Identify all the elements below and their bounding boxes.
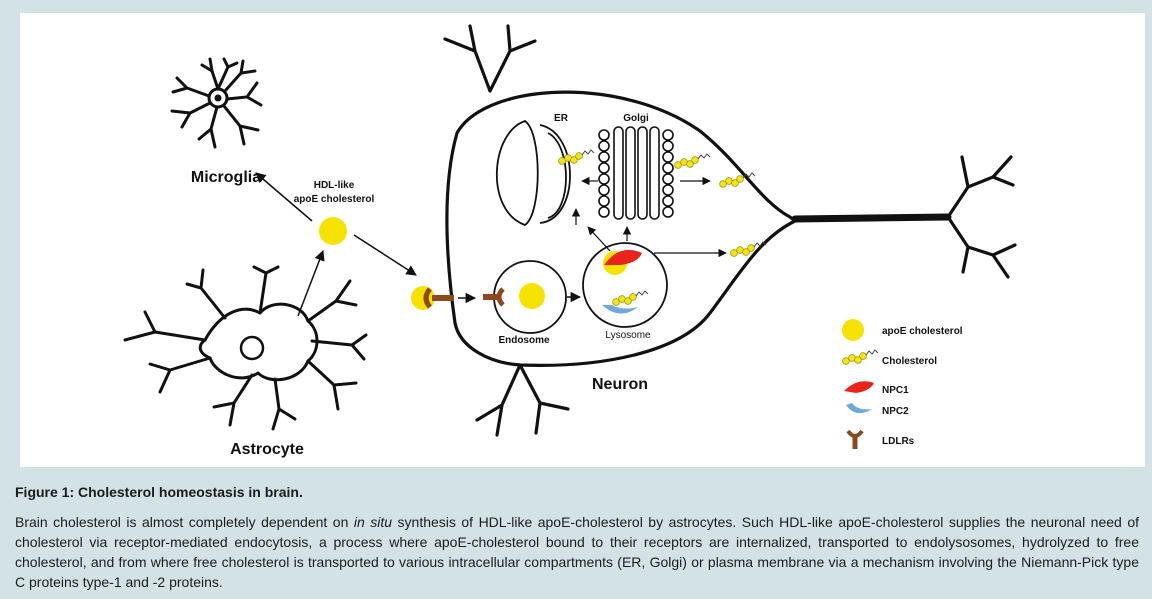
- astrocyte-to-hdl-arrow: [297, 250, 325, 317]
- cholesterol-icon: [842, 349, 879, 365]
- svg-text:apoE cholesterol: apoE cholesterol: [882, 326, 963, 337]
- golgi-label: Golgi: [623, 113, 649, 124]
- lysosome-label: Lysosome: [605, 330, 651, 341]
- neuron-cell: [443, 24, 1017, 437]
- hdl-apoe-particle: [319, 217, 347, 245]
- svg-text:Cholesterol: Cholesterol: [882, 356, 937, 367]
- ldlr-receptor: [423, 287, 432, 309]
- astrocyte-label: Astrocyte: [230, 441, 304, 458]
- ldlr-icon: [846, 429, 864, 438]
- microglia-label: Microglia: [191, 169, 261, 186]
- caption-text-1: Brain cholesterol is almost completely d…: [15, 514, 349, 530]
- hdl-to-microglia-arrow: [255, 172, 313, 222]
- legend-item-cholesterol: Cholesterol: [842, 349, 937, 367]
- figure-panel: Microglia Astrocyte HDL-like apoE choles…: [20, 13, 1145, 467]
- svg-text:LDLRs: LDLRs: [882, 436, 915, 447]
- neuron-label: Neuron: [592, 376, 648, 393]
- apoe-bound-particle: [411, 286, 435, 310]
- caption-italic: in situ: [353, 514, 393, 530]
- golgi-organelle: [598, 126, 674, 220]
- endosome-label: Endosome: [498, 335, 550, 346]
- svg-text:NPC2: NPC2: [882, 406, 909, 417]
- npc1-icon: [844, 381, 874, 393]
- microglia-cell: [170, 57, 263, 149]
- npc2-icon: [846, 403, 872, 414]
- legend-item-ldlr: LDLRs: [846, 429, 915, 449]
- legend-item-npc2: NPC2: [846, 403, 909, 417]
- er-organelle: [495, 119, 571, 227]
- caption-body: Brain cholesterol is almost completely d…: [15, 512, 1139, 592]
- caption-text-2: synthesis of HDL-like apoE-cholesterol b…: [15, 514, 1139, 590]
- caption-title: Figure 1: Cholesterol homeostasis in bra…: [15, 484, 303, 500]
- legend-item-apoe: apoE cholesterol: [842, 319, 963, 341]
- npc2-in-lysosome: [602, 305, 638, 314]
- legend: apoE cholesterol Cholesterol NPC1 NPC2 L…: [842, 319, 963, 449]
- hdl-to-neuron-arrow: [353, 234, 417, 276]
- svg-text:NPC1: NPC1: [882, 385, 909, 396]
- hdl-label-line2: apoE cholesterol: [294, 194, 375, 205]
- apoe-cholesterol-icon: [842, 319, 864, 341]
- astrocyte-cell: [123, 265, 368, 431]
- hdl-label-line1: HDL-like: [314, 180, 355, 191]
- er-label: ER: [554, 113, 569, 124]
- legend-item-npc1: NPC1: [844, 381, 909, 396]
- npc1-in-lysosome: [604, 249, 642, 265]
- ldlr-stem: [432, 295, 454, 301]
